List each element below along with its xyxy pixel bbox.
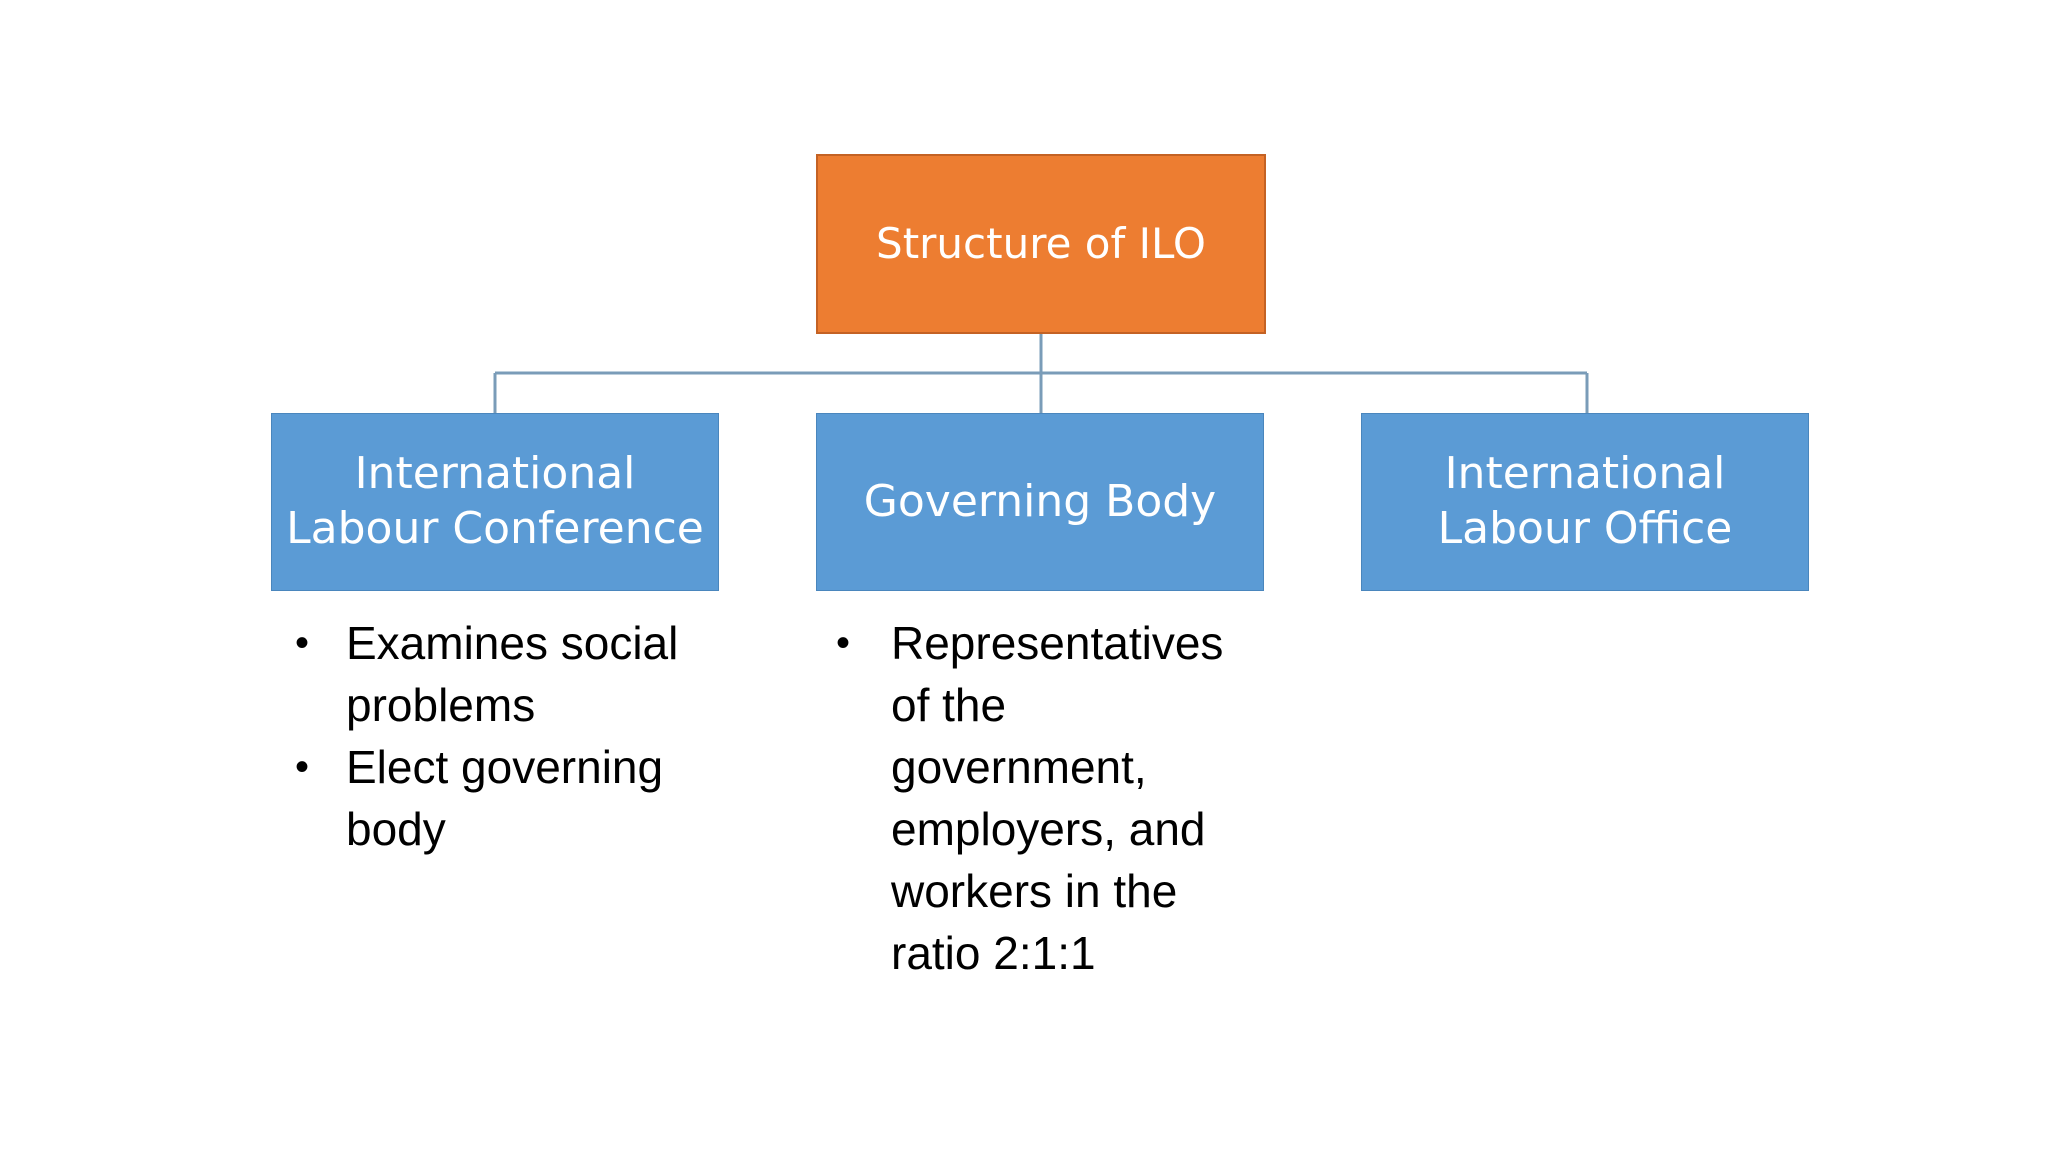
note-text: Representatives of the government, emplo… bbox=[891, 617, 1224, 979]
conference-notes-list: • Examines social problems • Elect gover… bbox=[295, 612, 726, 860]
list-item: • Examines social problems bbox=[295, 612, 726, 736]
child-node-governing-body: Governing Body bbox=[816, 413, 1264, 591]
bullet-icon: • bbox=[295, 745, 310, 789]
child-node-label-governing-body: Governing Body bbox=[863, 475, 1217, 527]
child-node-international-labour-conference: International Labour Conference bbox=[271, 413, 719, 591]
child-node-label-conference: International Labour Conference bbox=[286, 448, 704, 554]
child-node-label-office: International Labour Office bbox=[1437, 448, 1733, 554]
root-node-structure-of-ilo: Structure of ILO bbox=[816, 154, 1266, 334]
note-text: Examines social problems bbox=[346, 617, 679, 731]
list-item: • Elect governing body bbox=[295, 736, 726, 860]
governing-body-notes-list: • Representatives of the government, emp… bbox=[836, 612, 1251, 984]
bullet-icon: • bbox=[295, 621, 310, 665]
root-node-label: Structure of ILO bbox=[876, 218, 1206, 268]
bullet-icon: • bbox=[836, 621, 851, 665]
child-node-international-labour-office: International Labour Office bbox=[1361, 413, 1809, 591]
list-item: • Representatives of the government, emp… bbox=[836, 612, 1251, 984]
note-text: Elect governing body bbox=[346, 741, 664, 855]
